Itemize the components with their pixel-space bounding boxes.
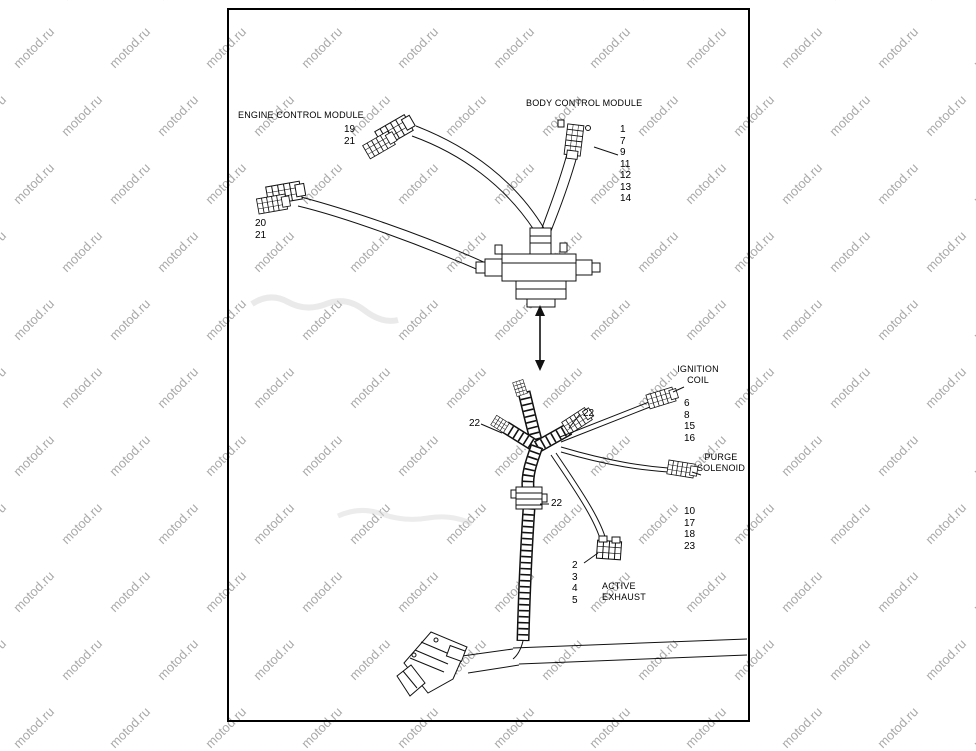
ecm-callout-numbers-left: 20 21 [255, 218, 267, 241]
direction-arrow [535, 305, 545, 371]
harness-clip-callout-upper-left: 22 [469, 418, 481, 429]
harness-clip-callout-upper-right: 22 [583, 408, 595, 419]
harness-clip-callout-lower: 22 [551, 498, 563, 509]
ecm-callout-numbers-top: 19 21 [344, 124, 356, 147]
active-exhaust-label: ACTIVE EXHAUST [602, 581, 646, 602]
body-control-module-label: BODY CONTROL MODULE [526, 98, 643, 108]
ignition-coil-label: IGNITION COIL [677, 364, 719, 385]
bcm-callout-numbers: 1 7 9 11 12 13 14 [620, 124, 632, 204]
harness-drawing [250, 112, 748, 697]
purge-solenoid-callout-numbers: 10 17 18 23 [684, 506, 696, 552]
engine-control-module-label: ENGINE CONTROL MODULE [238, 110, 364, 120]
active-exhaust-callout-numbers: 2 3 4 5 [572, 560, 578, 606]
ignition-coil-callout-numbers: 6 8 15 16 [684, 398, 696, 444]
diagram-border [227, 8, 750, 722]
purge-solenoid-label: PURGE SOLENOID [696, 452, 746, 473]
